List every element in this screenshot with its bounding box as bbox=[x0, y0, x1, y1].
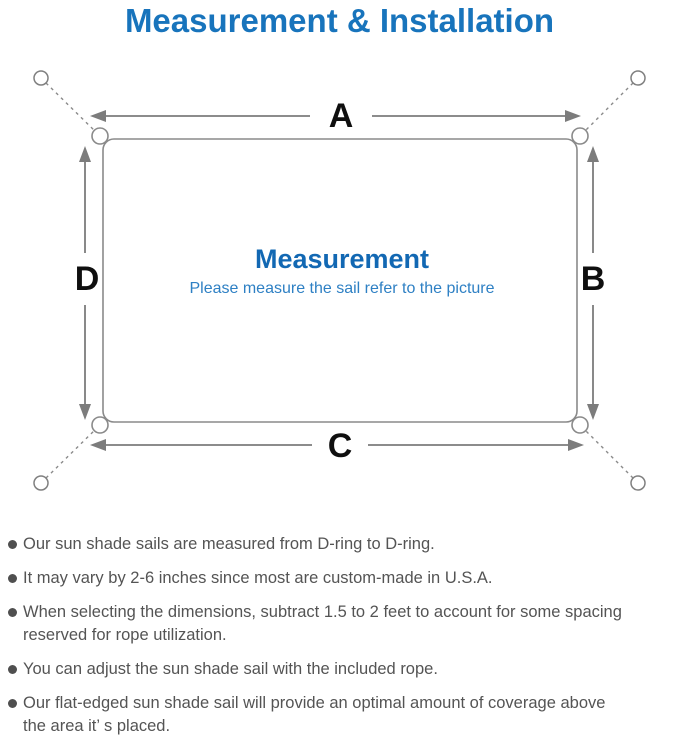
d-ring-icon-top-right bbox=[571, 127, 589, 145]
dimension-arrow-b bbox=[587, 146, 599, 420]
note-line: reserved for rope utilization. bbox=[23, 626, 227, 644]
tie-rope-top-left bbox=[45, 82, 100, 136]
anchor-circle-top-left bbox=[33, 70, 49, 86]
tie-rope-bottom-left bbox=[45, 425, 100, 479]
dimension-arrow-a bbox=[90, 110, 581, 122]
notes-list: Our sun shade sails are measured from D-… bbox=[7, 533, 673, 749]
dimension-label-b: B bbox=[581, 260, 606, 298]
bullet-icon bbox=[8, 665, 17, 674]
bullet-icon bbox=[8, 608, 17, 617]
d-ring-icon-bottom-right bbox=[571, 416, 589, 434]
sail-rectangle bbox=[102, 138, 578, 423]
note-item-measured-d-ring: Our sun shade sails are measured from D-… bbox=[7, 533, 673, 556]
anchor-circle-bottom-right bbox=[630, 475, 646, 491]
note-line: Our flat-edged sun shade sail will provi… bbox=[23, 694, 606, 712]
note-line: Our sun shade sails are measured from D-… bbox=[23, 535, 435, 553]
diagram-center-title: Measurement bbox=[255, 244, 429, 274]
note-item-flat-edged-coverage: Our flat-edged sun shade sail will provi… bbox=[7, 692, 673, 738]
note-line: the area it’ s placed. bbox=[23, 717, 171, 735]
dimension-label-c: C bbox=[328, 427, 353, 465]
dimension-label-d: D bbox=[75, 260, 100, 298]
d-ring-icon-top-left bbox=[91, 127, 109, 145]
sail-measurement-diagram: A C D B bbox=[33, 70, 646, 491]
anchor-circle-top-right bbox=[630, 70, 646, 86]
dimension-label-a: A bbox=[329, 97, 354, 135]
bullet-icon bbox=[8, 540, 17, 549]
note-item-subtract-feet: When selecting the dimensions, subtract … bbox=[7, 601, 673, 647]
page-title: Measurement & Installation bbox=[124, 2, 555, 39]
note-line: You can adjust the sun shade sail with t… bbox=[23, 660, 438, 678]
note-item-vary-inches: It may vary by 2-6 inches since most are… bbox=[7, 567, 673, 590]
note-line: It may vary by 2-6 inches since most are… bbox=[23, 569, 493, 587]
anchor-circle-bottom-left bbox=[33, 475, 49, 491]
tie-rope-bottom-right bbox=[580, 425, 634, 479]
d-ring-icon-bottom-left bbox=[91, 416, 109, 434]
note-item-adjust-rope: You can adjust the sun shade sail with t… bbox=[7, 658, 673, 681]
bullet-icon bbox=[8, 699, 17, 708]
note-line: When selecting the dimensions, subtract … bbox=[23, 603, 622, 621]
dimension-arrow-c bbox=[90, 439, 584, 451]
dimension-arrow-d bbox=[79, 146, 91, 420]
tie-rope-top-right bbox=[580, 82, 634, 136]
bullet-icon bbox=[8, 574, 17, 583]
diagram-center-subtitle: Please measure the sail refer to the pic… bbox=[189, 280, 494, 297]
